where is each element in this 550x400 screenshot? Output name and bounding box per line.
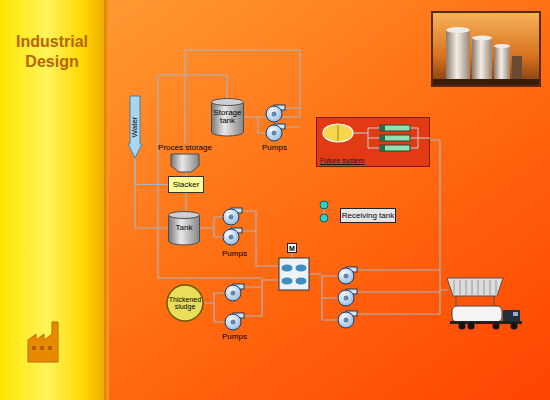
oval-divider (338, 125, 339, 141)
circle-outline (167, 285, 203, 321)
system-frame (317, 118, 430, 167)
pipe-line (158, 75, 448, 322)
mixer-box (279, 258, 309, 290)
tank-top (169, 212, 200, 219)
box-outline (288, 244, 297, 253)
truck-cab (503, 310, 520, 322)
pump-label: Pumps (222, 250, 247, 258)
valve-symbol (320, 214, 328, 222)
mixer-blade (281, 277, 293, 285)
photo-frame (432, 12, 540, 86)
truck-hopper (447, 278, 503, 296)
truck-wheel (459, 323, 466, 330)
pipe-connector (135, 158, 168, 228)
green-unit (380, 145, 410, 151)
photo-building (512, 56, 522, 80)
node-text: Water (131, 116, 139, 137)
truck-wheel (493, 323, 500, 330)
tank-top (212, 99, 244, 106)
node-text: Storage tank (211, 109, 244, 125)
pipe-connector (135, 158, 168, 185)
pump-symbol (223, 228, 242, 245)
tank-cylinder: Tank (168, 211, 200, 245)
mixer-blade (295, 264, 307, 272)
truck-tank (452, 306, 502, 322)
truck-wheel (511, 323, 518, 330)
node-text: Future system (320, 157, 364, 164)
pump-symbol (338, 267, 357, 284)
node-text: Slacker (173, 181, 200, 189)
pump-symbol (266, 105, 285, 122)
silo (446, 30, 470, 80)
motor-box: M (287, 243, 297, 253)
tank-box: Receiving tank (340, 208, 396, 223)
truck-window (513, 312, 518, 316)
green-unit (380, 125, 410, 131)
sludge-circle: Thickened sludge (166, 284, 204, 322)
pipe-connector (185, 172, 186, 176)
node-text: Tank (176, 224, 193, 232)
valve-symbol (320, 201, 328, 209)
pipe-connector (185, 193, 186, 211)
pipe-connector (185, 50, 300, 144)
node-text: Thickened sludge (166, 296, 204, 310)
tank-body (169, 215, 200, 245)
pump-symbol (266, 124, 285, 141)
tank-body (212, 102, 244, 136)
water-arrow: Water (128, 96, 142, 158)
truck-wheel (468, 323, 475, 330)
pump-symbol (225, 284, 244, 301)
node-text: M (289, 245, 295, 252)
hopper-shape (171, 154, 199, 172)
box-outline (169, 177, 204, 193)
factory-windows (32, 346, 52, 350)
storage-tank: Storage tank (211, 98, 244, 136)
node-text: Receiving tank (342, 212, 394, 220)
silo-top (472, 36, 492, 41)
hopper-legs (456, 296, 494, 306)
mixer-blade (295, 277, 307, 285)
pump-symbol (223, 208, 242, 225)
page-title: Industrial Design (2, 32, 102, 72)
box-outline (341, 209, 396, 223)
green-unit (380, 135, 410, 141)
pump-label: Pumps (222, 333, 247, 341)
yellow-band (0, 0, 104, 400)
arrow-shape (128, 96, 142, 158)
band-edge (104, 0, 109, 400)
silo (472, 38, 492, 80)
photo-ground (433, 79, 539, 85)
pump-symbol (338, 311, 357, 328)
factory-icon (28, 322, 58, 362)
process-box: Slacker (168, 176, 204, 193)
mixer-blade (281, 264, 293, 272)
silo-top (494, 44, 510, 48)
unit-cap (380, 145, 385, 151)
node-text: Proces storage (158, 144, 212, 152)
pump-symbol (338, 289, 357, 306)
system-box: Future system (316, 117, 430, 167)
silo-top (446, 27, 470, 33)
pump-label: Pumps (262, 144, 287, 152)
pump-symbol (225, 313, 244, 330)
storage-hopper: Proces storage (156, 144, 214, 172)
unit-cap (380, 125, 385, 131)
unit-cap (380, 135, 385, 141)
hopper-ribs (454, 280, 496, 295)
oval-tank (323, 124, 353, 142)
silo (494, 46, 510, 80)
